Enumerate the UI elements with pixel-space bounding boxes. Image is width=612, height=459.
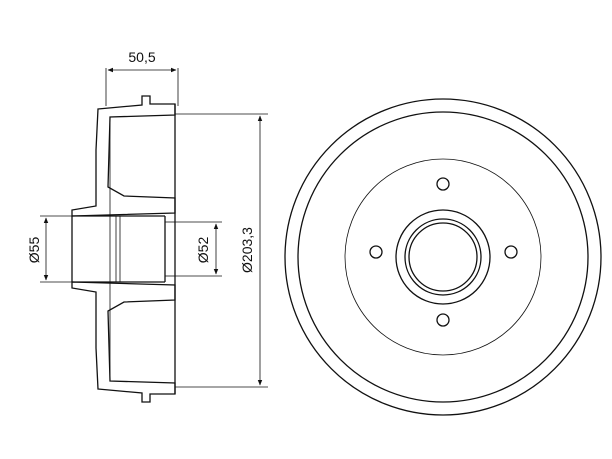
stud-hole-top — [436, 177, 450, 191]
center-bore-mid — [404, 218, 482, 296]
dimension-inner-hub: Ø52 — [175, 221, 222, 277]
center-bore-inner — [408, 222, 478, 292]
stud-hole-bottom — [436, 313, 450, 327]
drum-wall-bottom — [71, 281, 176, 403]
drum-outer-edge — [284, 98, 602, 416]
hub-bore — [71, 215, 175, 283]
side-section-view: 50,5 Ø55 Ø52 Ø203,3 — [26, 49, 268, 403]
drum-inner-edge — [297, 111, 589, 403]
dimension-drum-dia: Ø203,3 — [175, 113, 268, 388]
inner-hub-dia-label: Ø52 — [195, 237, 211, 264]
drum-wall-top — [71, 95, 176, 217]
drum-dia-label: Ø203,3 — [239, 227, 255, 273]
stud-hole-left — [369, 245, 383, 259]
center-bore-outer — [395, 209, 491, 305]
stud-hole-right — [504, 245, 518, 259]
front-view — [284, 98, 602, 416]
dimension-outer-hub: Ø55 — [26, 215, 72, 283]
hub-flange-circle — [344, 158, 542, 356]
dimension-hub-width: 50,5 — [105, 49, 179, 106]
hub-width-label: 50,5 — [128, 49, 155, 65]
outer-hub-dia-label: Ø55 — [26, 237, 42, 264]
